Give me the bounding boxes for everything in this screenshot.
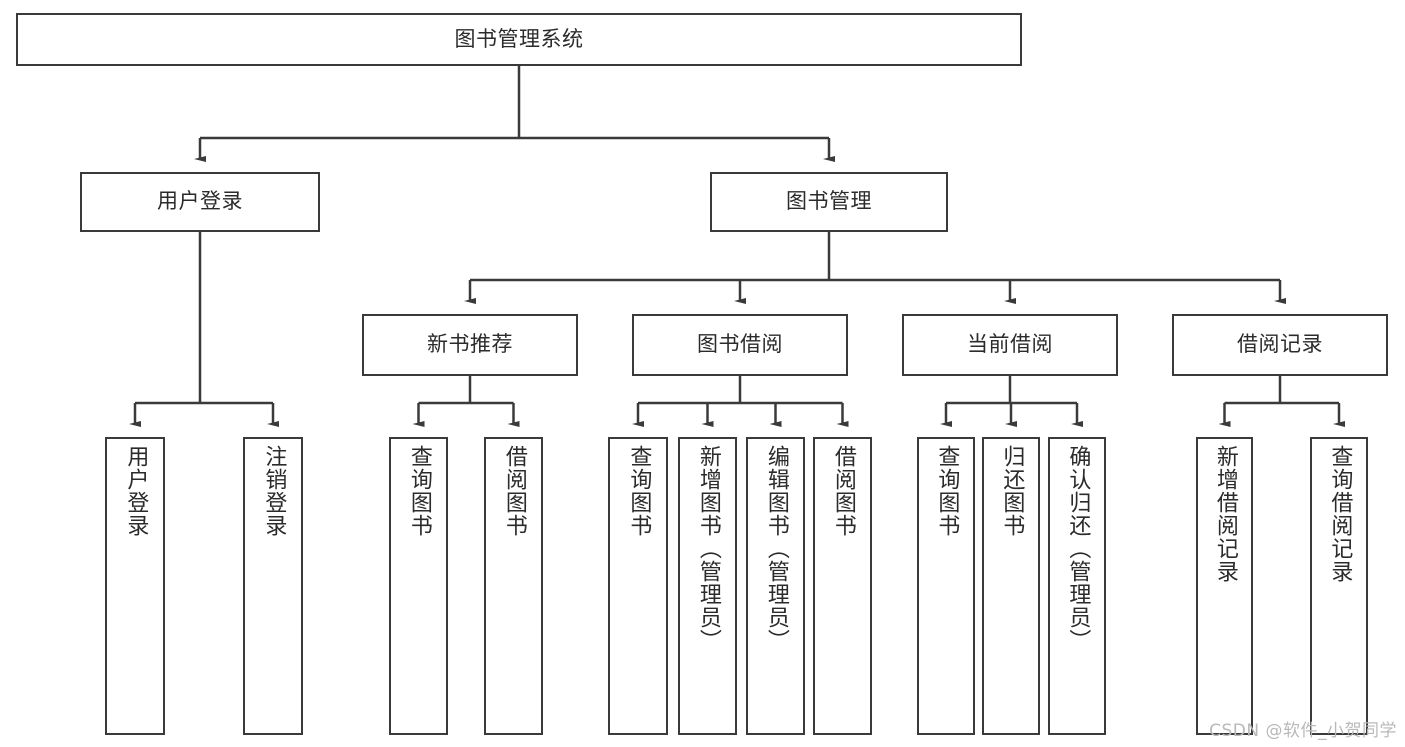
node-root-label: 图书管理系统 (454, 26, 584, 51)
node-book-manage-label: 图书管理 (786, 189, 872, 214)
node-book-borrow[interactable]: 图书借阅 (632, 314, 848, 376)
node-leaf-borrow-book-1[interactable]: 借阅图书 (484, 437, 543, 735)
node-leaf-borrow-book-2-label: 借阅图书 (830, 445, 856, 537)
node-leaf-logout-label: 注销登录 (261, 445, 287, 537)
node-leaf-query-book-3[interactable]: 查询图书 (917, 437, 975, 735)
node-leaf-query-book-2[interactable]: 查询图书 (608, 437, 668, 735)
node-leaf-edit-book[interactable]: 编辑图书（管理员） (746, 437, 805, 735)
node-current-borrow[interactable]: 当前借阅 (902, 314, 1118, 376)
node-user-login[interactable]: 用户登录 (80, 172, 320, 232)
node-leaf-add-book[interactable]: 新增图书（管理员） (678, 437, 737, 735)
node-leaf-borrow-book-2[interactable]: 借阅图书 (813, 437, 872, 735)
node-borrow-record[interactable]: 借阅记录 (1172, 314, 1388, 376)
node-current-borrow-label: 当前借阅 (967, 332, 1053, 357)
node-leaf-confirm-return[interactable]: 确认归还（管理员） (1048, 437, 1106, 735)
node-leaf-query-book-1-label: 查询图书 (406, 445, 432, 537)
node-leaf-edit-book-label: 编辑图书（管理员） (763, 445, 789, 652)
node-leaf-query-record-label: 查询借阅记录 (1327, 445, 1353, 583)
node-leaf-user-login-label: 用户登录 (123, 445, 149, 537)
node-leaf-add-record[interactable]: 新增借阅记录 (1196, 437, 1253, 735)
node-leaf-query-book-3-label: 查询图书 (934, 445, 960, 537)
node-new-book-recommend[interactable]: 新书推荐 (362, 314, 578, 376)
node-leaf-query-record[interactable]: 查询借阅记录 (1310, 437, 1368, 735)
node-leaf-return-book[interactable]: 归还图书 (982, 437, 1040, 735)
node-leaf-query-book-2-label: 查询图书 (626, 445, 652, 537)
node-borrow-record-label: 借阅记录 (1237, 332, 1323, 357)
node-book-manage[interactable]: 图书管理 (710, 172, 948, 232)
node-leaf-return-book-label: 归还图书 (999, 445, 1025, 537)
node-leaf-user-login[interactable]: 用户登录 (105, 437, 165, 735)
node-leaf-confirm-return-label: 确认归还（管理员） (1065, 445, 1091, 652)
node-root[interactable]: 图书管理系统 (16, 13, 1022, 66)
node-new-book-recommend-label: 新书推荐 (427, 332, 513, 357)
node-leaf-add-book-label: 新增图书（管理员） (695, 445, 721, 652)
node-user-login-label: 用户登录 (157, 189, 243, 214)
node-leaf-add-record-label: 新增借阅记录 (1212, 445, 1238, 583)
node-leaf-borrow-book-1-label: 借阅图书 (501, 445, 527, 537)
node-leaf-logout[interactable]: 注销登录 (243, 437, 303, 735)
node-book-borrow-label: 图书借阅 (697, 332, 783, 357)
watermark-text: CSDN @软件_小贺同学 (1209, 721, 1397, 741)
node-leaf-query-book-1[interactable]: 查询图书 (389, 437, 448, 735)
